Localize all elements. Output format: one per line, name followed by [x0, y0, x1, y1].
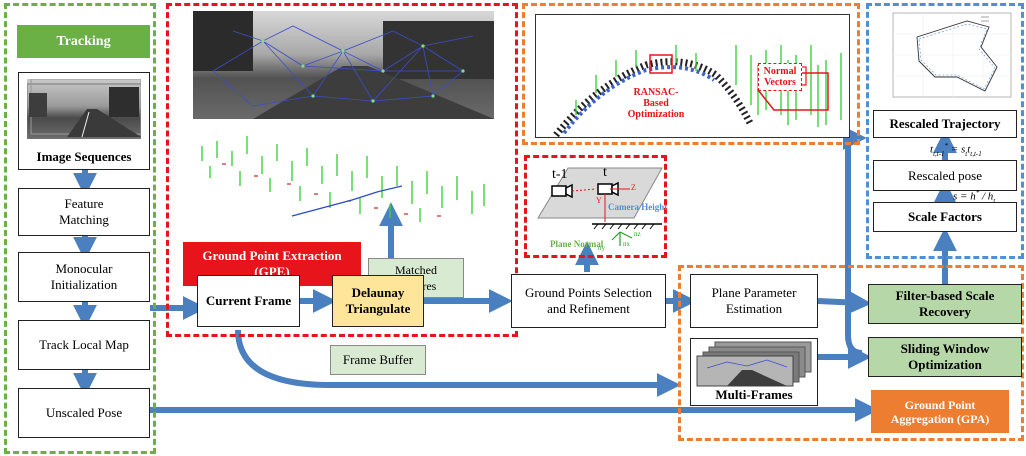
monocular-initialization-box: Monocular Initialization: [18, 252, 150, 302]
multi-frame-thumbnails: [696, 341, 815, 387]
arrow-loop-up: [842, 126, 867, 356]
filter-scale-recovery-box: Filter-based Scale Recovery: [868, 284, 1022, 324]
scale-factors-box: Scale Factors: [873, 202, 1017, 232]
road-image-keypoints: [193, 11, 494, 119]
frame-buffer-box: Frame Buffer: [330, 345, 426, 375]
rescaled-pose-box: Rescaled pose: [873, 160, 1017, 191]
pose-equation: tt,t-1* = sttt,t-1: [930, 142, 982, 158]
multi-frames-box: Multi-Frames: [690, 338, 818, 406]
z-axis-label: Z: [631, 183, 636, 192]
ground-points-selection-box: Ground Points Selection and Refinement: [511, 274, 666, 328]
tracking-region: [4, 3, 156, 454]
sliding-window-box: Sliding Window Optimization: [868, 337, 1022, 377]
ground-point-cloud: [192, 126, 492, 226]
delaunay-triangulate-box: Delaunay Triangulate: [332, 275, 424, 327]
nz-label: nz: [634, 230, 641, 238]
rescale-region: [866, 3, 1024, 259]
arrow-plane-filter: [817, 290, 872, 315]
normal-vectors-label: Normal Vectors: [758, 63, 802, 91]
scale-equation: s = h* / ht: [953, 189, 996, 205]
camera-model-diagram: t-1 t Z Y Camera Height Plane Normal ny …: [530, 160, 668, 254]
t-curr-label: t: [603, 165, 607, 180]
ransac-region: [522, 3, 860, 145]
image-sequences-box: Image Sequences: [18, 72, 150, 170]
ransac-point-cloud: RANSAC-Based Optimization Normal Vectors: [535, 14, 850, 138]
ransac-label: RANSAC-Based Optimization: [627, 87, 685, 120]
multi-frames-label: Multi-Frames: [715, 387, 793, 402]
feature-matching-box: Feature Matching: [18, 188, 150, 236]
image-sequences-label: Image Sequences: [36, 149, 132, 164]
t-prev-label: t-1: [552, 167, 568, 182]
camera-prev-icon: [551, 183, 573, 199]
current-frame-box: Current Frame: [197, 275, 300, 327]
track-local-map-box: Track Local Map: [18, 320, 150, 370]
ny-label: ny: [598, 244, 605, 252]
y-axis-label: Y: [596, 196, 602, 205]
image-sequence-thumbnail: [27, 79, 141, 139]
gpa-region: [678, 265, 1024, 441]
trajectory-plot: [877, 7, 1017, 105]
plane-parameter-box: Plane Parameter Estimation: [690, 274, 818, 328]
nx-label: nx: [623, 240, 630, 248]
gpe-region: [166, 3, 518, 337]
camera-height-label: Camera Height: [608, 202, 668, 212]
arrow-frame-buffer: [235, 329, 681, 397]
rescaled-trajectory-box: Rescaled Trajectory: [873, 110, 1017, 138]
tracking-title: Tracking: [17, 25, 150, 58]
plane-normal-label: Plane Normal: [550, 239, 604, 249]
unscaled-pose-box: Unscaled Pose: [18, 388, 150, 438]
gpa-title: Ground Point Aggregation (GPA): [871, 390, 1009, 433]
camera-model-region: [524, 155, 667, 258]
